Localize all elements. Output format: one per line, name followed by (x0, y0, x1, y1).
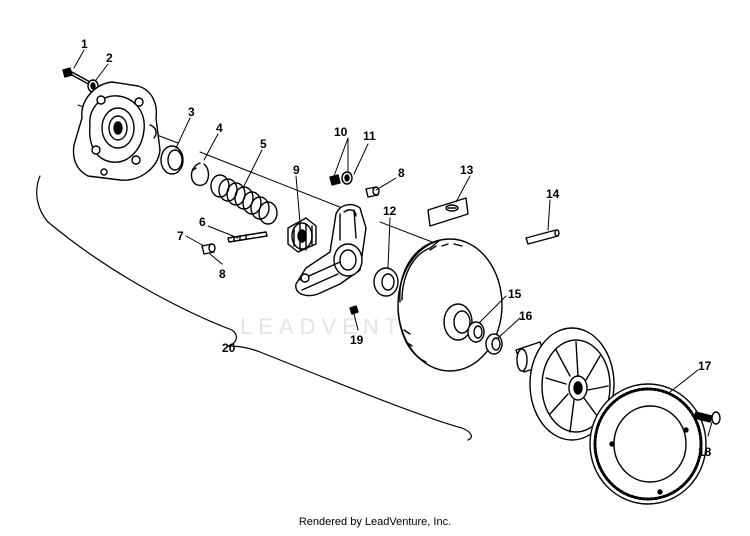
part-12-washer[interactable] (373, 267, 399, 297)
part-1-bolt[interactable] (62, 67, 93, 87)
callout-13: 13 (460, 163, 474, 177)
callout-1: 1 (81, 37, 88, 51)
callout-5: 5 (260, 137, 267, 151)
part-17-ring-gear[interactable] (589, 383, 707, 505)
assembly-bracket (36, 175, 472, 441)
part-6-pin[interactable] (227, 231, 268, 243)
callout-10: 10 (334, 125, 348, 139)
callout-6: 6 (199, 215, 206, 229)
callout-7: 7 (177, 229, 184, 243)
fixed-sheave[interactable] (515, 327, 615, 441)
callout-2: 2 (106, 51, 113, 65)
part-9-spider[interactable] (287, 217, 317, 253)
footer-credit: Rendered by LeadVenture, Inc. (298, 516, 452, 528)
callout-3: 3 (188, 105, 195, 119)
callout-19: 19 (350, 333, 364, 347)
callout-16: 16 (519, 309, 533, 323)
part-14-pin[interactable] (525, 229, 560, 245)
part-16-ring[interactable] (485, 333, 503, 355)
part-15-ring[interactable] (467, 321, 485, 343)
callout-4: 4 (216, 121, 223, 135)
part-7-roller[interactable] (201, 243, 216, 255)
part-19-screw[interactable] (349, 305, 359, 315)
callout-9: 9 (293, 163, 300, 177)
spider-arm[interactable] (295, 203, 367, 297)
moveable-sheave[interactable] (397, 238, 503, 372)
callout-20: 20 (222, 341, 236, 355)
callout-8-lower: 8 (219, 267, 226, 281)
part-10-nut[interactable] (329, 174, 341, 186)
part-11-washer[interactable] (341, 171, 353, 185)
part-4-snap-ring[interactable] (190, 162, 210, 187)
callout-12: 12 (383, 204, 397, 218)
part-13-decal[interactable] (427, 197, 469, 227)
callout-15: 15 (508, 287, 522, 301)
leader-lines (73, 49, 713, 437)
callout-18: 18 (698, 445, 712, 459)
callout-11: 11 (363, 129, 376, 143)
cover-plate[interactable] (72, 81, 161, 181)
part-18-bolt[interactable] (693, 411, 721, 425)
callout-14: 14 (546, 187, 560, 201)
part-3-ring[interactable] (160, 145, 184, 175)
part-5-spring[interactable] (210, 174, 278, 225)
callout-17: 17 (698, 359, 712, 373)
callout-8-upper: 8 (398, 166, 405, 180)
part-8-upper-bushing[interactable] (365, 186, 380, 198)
